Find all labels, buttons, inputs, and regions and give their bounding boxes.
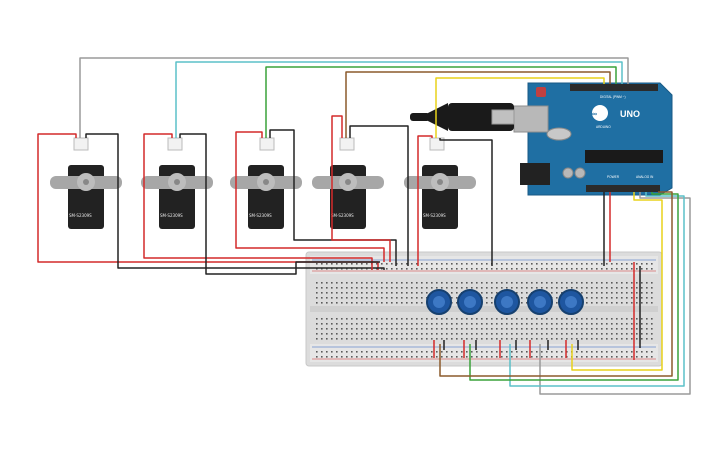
breadboard[interactable] [305,251,663,367]
wires [37,57,691,395]
wire-cyan[interactable] [175,61,623,138]
usb-port[interactable] [513,105,549,133]
analog-label: ANALOG IN [636,175,654,179]
wire-yellow[interactable] [435,77,605,138]
potentiometer-1[interactable] [426,289,452,315]
wire-red[interactable] [235,131,385,262]
servo-3[interactable]: SM-S2309S [230,137,302,229]
wire-brown[interactable] [439,191,673,377]
arduino-logo-icon [592,105,608,121]
servo-5[interactable]: SM-S2309S [404,137,476,229]
digital-header[interactable] [570,84,658,91]
wire-red[interactable] [37,133,379,270]
potentiometer-5[interactable] [558,289,584,315]
servo-label: SM-S2309S [249,213,272,218]
crystal [546,127,572,141]
capacitor [562,167,574,179]
potentiometer-3[interactable] [494,289,520,315]
atmega-chip [585,150,663,163]
wire-black[interactable] [179,133,380,275]
wire-gray[interactable] [79,57,629,138]
svg-text:∞: ∞ [592,111,597,118]
wire-green[interactable] [265,66,617,138]
servo-label: SM-S2309S [160,213,183,218]
servo-2[interactable]: SM-S2309S [141,137,213,229]
capacitor [574,167,586,179]
wire-brown[interactable] [345,71,611,138]
servo-1[interactable]: SM-S2309S [50,137,122,229]
servo-label: SM-S2309S [69,213,92,218]
servo-label: SM-S2309S [331,213,354,218]
reset-button[interactable] [536,87,546,97]
potentiometer-4[interactable] [527,289,553,315]
power-analog-header[interactable] [586,185,660,192]
potentiometer-2[interactable] [457,289,483,315]
breadboard-holes [316,263,653,358]
servo-label: SM-S2309S [423,213,446,218]
servo-4[interactable]: SM-S2309S [312,137,384,229]
wire-black[interactable] [85,133,385,270]
wire-yellow[interactable] [571,192,663,371]
wire-cyan[interactable] [509,192,685,387]
board-model: UNO [620,109,640,119]
wire-black[interactable] [349,125,409,266]
power-jack[interactable] [520,163,550,185]
wire-black[interactable] [269,129,397,266]
power-label: POWER [607,175,620,179]
wire-red[interactable] [417,135,433,266]
arduino-uno-board[interactable]: ∞ UNO ARDUINO DIGITAL (PWM ~) POWER ANAL… [513,82,673,196]
wire-black[interactable] [439,138,493,266]
digital-label: DIGITAL (PWM ~) [600,95,626,99]
usb-cable[interactable] [410,103,515,131]
wire-green[interactable] [469,192,679,381]
wire-red[interactable] [331,115,391,262]
board-brand: ARDUINO [596,125,611,129]
wire-red[interactable] [143,133,373,270]
